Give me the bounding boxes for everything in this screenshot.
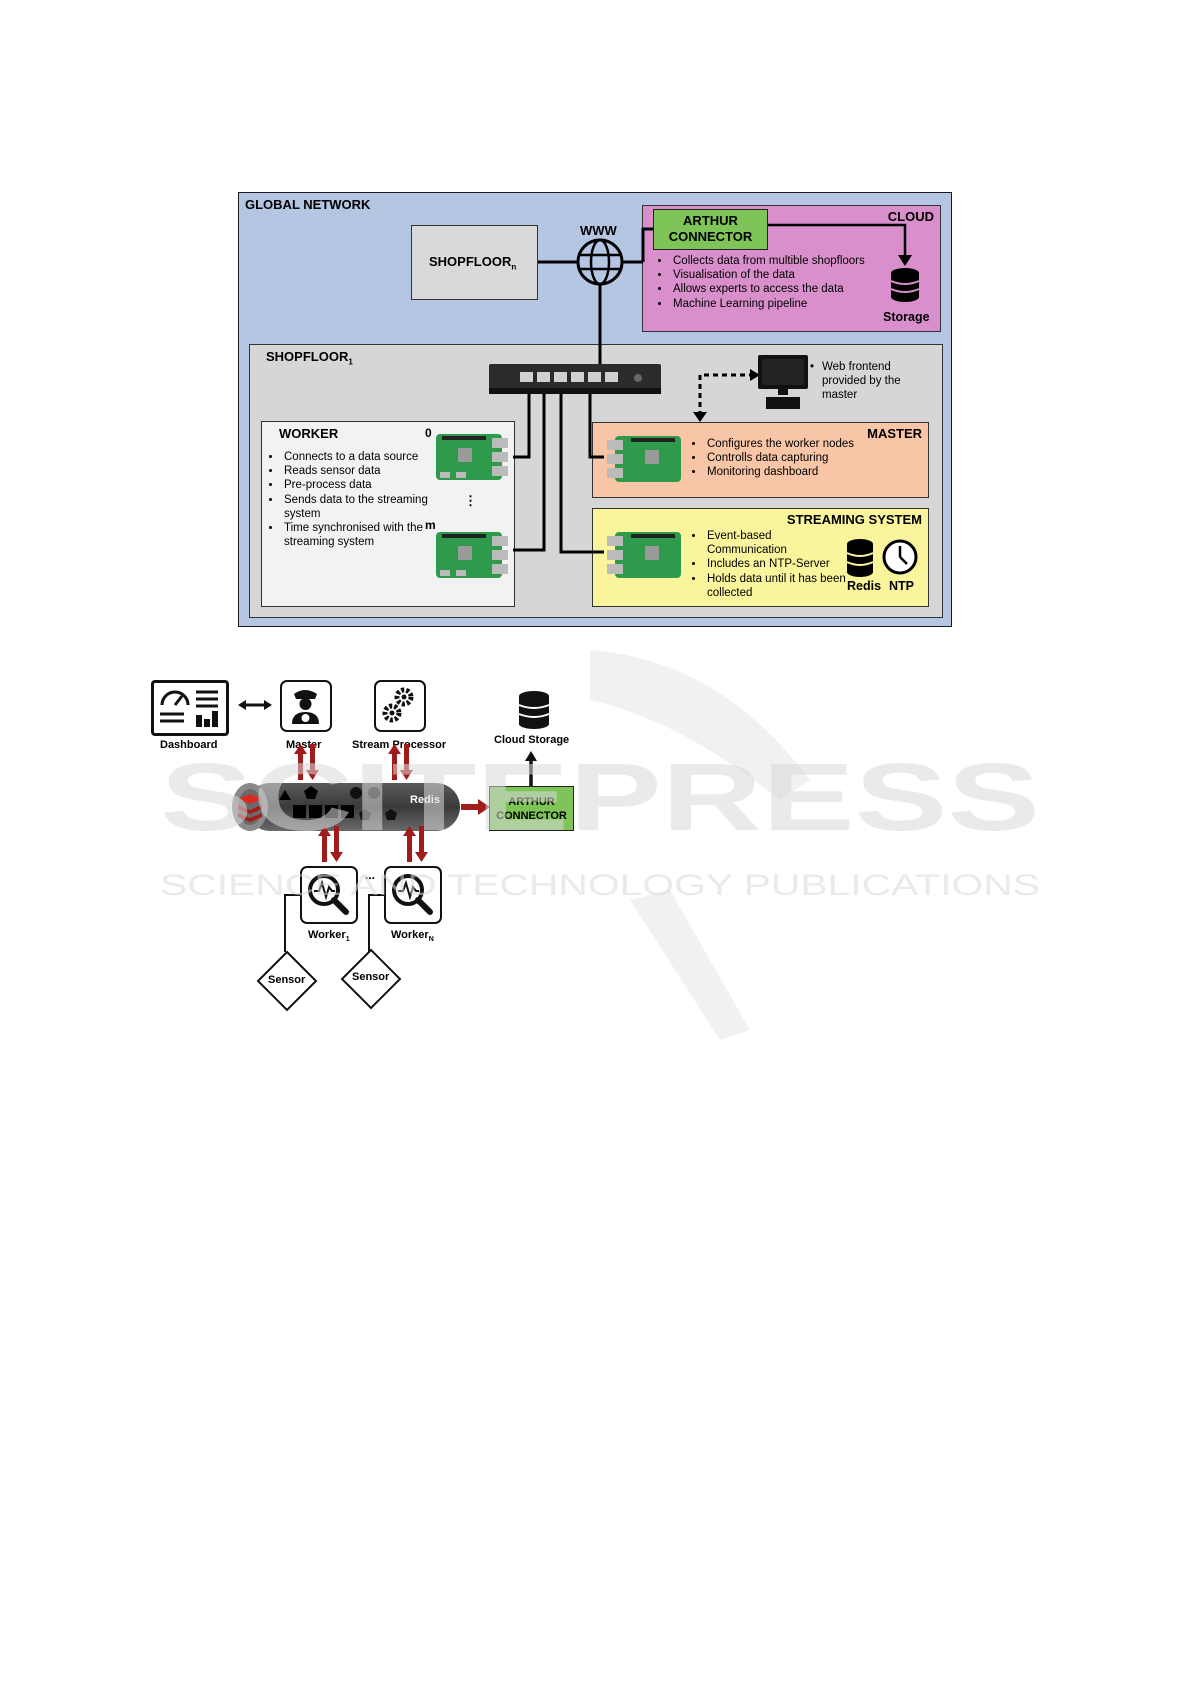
raspberry-pi-icon	[436, 434, 508, 480]
connector-line2: CONNECTOR	[496, 810, 567, 822]
cloud-label: CLOUD	[887, 209, 934, 224]
connector-line1: ARTHUR	[683, 213, 738, 228]
cloud-storage-label: Cloud Storage	[494, 734, 570, 746]
worker-title: WORKER	[279, 426, 339, 441]
list-item: Controlls data capturing	[705, 451, 895, 465]
figure1-connections: WWW	[489, 223, 920, 577]
streaming-bullets: Event-based Communication Includes an NT…	[683, 529, 850, 600]
arthur-connector-box: ARTHUR CONNECTOR	[653, 209, 768, 250]
raspberry-pi-icon	[607, 532, 681, 578]
redis-database-icon	[846, 539, 874, 577]
list-item: Time synchronised with the streaming sys…	[282, 521, 452, 549]
cloud-bullets: Collects data from multible shopfloors V…	[649, 254, 901, 311]
network-switch-icon	[489, 364, 661, 394]
list-item: Collects data from multible shopfloors	[671, 254, 901, 268]
sensor-2-diamond	[340, 948, 402, 1010]
web-frontend-note: •Web frontend provided by the master	[810, 361, 901, 402]
shopfloor-n-box: SHOPFLOORn	[411, 225, 538, 300]
shopfloor-1-label: SHOPFLOOR1	[266, 349, 353, 367]
globe-icon	[576, 238, 624, 286]
storage-label: Storage	[883, 310, 930, 324]
worker-bullets: Connects to a data source Reads sensor d…	[260, 450, 452, 549]
worker-index-last: m	[425, 518, 436, 532]
list-item: Monitoring dashboard	[705, 465, 895, 479]
www-label: WWW	[580, 223, 618, 238]
streaming-system-title: STREAMING SYSTEM	[786, 512, 922, 527]
dashboard-icon	[151, 680, 229, 736]
connector-line1: ARTHUR	[508, 796, 555, 808]
sensor-1-diamond	[256, 950, 318, 1012]
list-item: Reads sensor data	[282, 464, 452, 478]
shopfloor-n-label: SHOPFLOORn	[429, 254, 517, 272]
global-network-label: GLOBAL NETWORK	[245, 197, 371, 212]
raspberry-pi-icon	[436, 532, 508, 578]
arthur-connector-box-2: ARTHUR CONNECTOR	[489, 786, 574, 831]
redis-logo-icon	[238, 794, 262, 822]
redis-pipe-label: Redis	[410, 794, 440, 806]
dashboard-label: Dashboard	[160, 739, 218, 751]
master-icon	[280, 680, 332, 732]
worker-1-icon	[300, 866, 358, 924]
connector-line2: CONNECTOR	[668, 229, 753, 244]
sensor-2-label: Sensor	[352, 971, 390, 983]
master-bullets: Configures the worker nodes Controlls da…	[683, 437, 895, 480]
redis-label: Redis	[847, 579, 882, 593]
clock-icon	[882, 539, 918, 575]
list-item: Machine Learning pipeline	[671, 297, 901, 311]
storage-icon	[890, 268, 920, 302]
redis-pipeline: Redis	[232, 700, 537, 1012]
list-item: Event-based Communication	[705, 529, 850, 557]
cloud-storage-icon	[518, 691, 550, 729]
computer-icon	[758, 355, 808, 409]
worker-index-first: 0	[425, 426, 432, 440]
list-item: Holds data until it has been collected	[705, 572, 850, 600]
worker-n-label: WorkerN	[391, 929, 434, 944]
stream-processor-icon	[374, 680, 426, 732]
master-title: MASTER	[867, 426, 922, 441]
list-item: Includes an NTP-Server	[705, 557, 850, 571]
worker-ellipsis: ⋮	[464, 493, 477, 508]
list-item: Visualisation of the data	[671, 268, 901, 282]
list-item: Connects to a data source	[282, 450, 452, 464]
stream-processor-label: Stream Processor	[352, 739, 447, 751]
sensor-1-label: Sensor	[268, 974, 306, 986]
list-item: Pre-process data	[282, 478, 452, 492]
worker-ellipsis-2: ...	[365, 868, 376, 882]
worker-1-label: Worker1	[308, 929, 350, 944]
ntp-label: NTP	[889, 579, 914, 593]
list-item: Sends data to the streaming system	[282, 493, 452, 521]
list-item: Allows experts to access the data	[671, 282, 901, 296]
raspberry-pi-icon	[607, 436, 681, 482]
worker-n-icon	[384, 866, 442, 924]
list-item: Configures the worker nodes	[705, 437, 895, 451]
